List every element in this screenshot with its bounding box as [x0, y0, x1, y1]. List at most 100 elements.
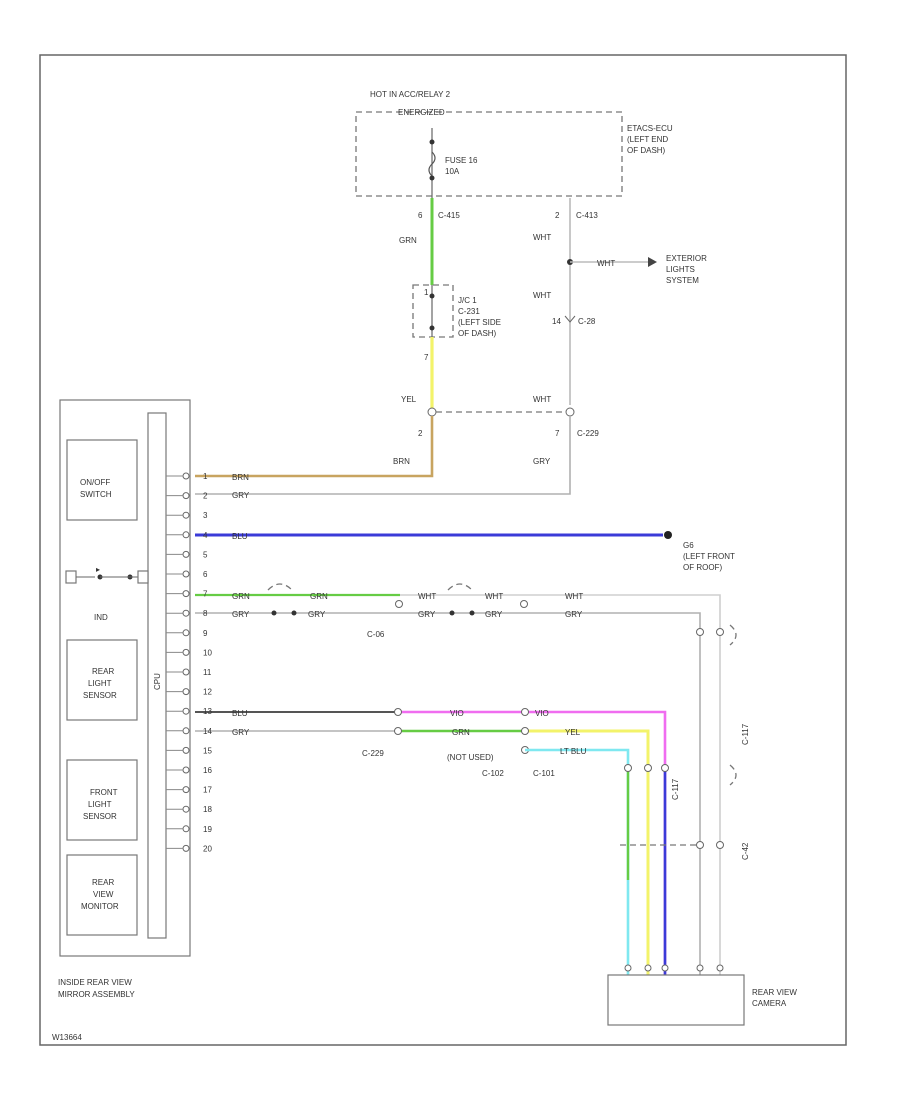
wire-label-gry-6e: GRY: [565, 610, 583, 619]
mirror-pin-8: [182, 609, 190, 617]
conn-c413: C-413: [576, 211, 598, 220]
wire-label-yel-12: YEL: [565, 728, 581, 737]
etacs-ecu-group: [355, 111, 623, 197]
mirror-pin-7: [182, 590, 190, 598]
cpu-label: CPU: [153, 673, 162, 690]
mirror-pin-label: 8: [203, 609, 208, 618]
wire-label-wht-5b: WHT: [485, 592, 503, 601]
arrow-icon: [648, 257, 657, 267]
splice-6d: [469, 610, 475, 616]
twisted-pair-icon-2: [447, 583, 473, 591]
ecu-name: ETACS-ECU: [627, 124, 673, 133]
mirror-label-1: INSIDE REAR VIEW: [58, 978, 132, 987]
conn-c229: C-229: [577, 429, 599, 438]
wire-label-yel: YEL: [401, 395, 417, 404]
pin-c415: 6: [418, 211, 423, 220]
monitor-label-3: MONITOR: [81, 902, 119, 911]
fuse-terminal-top: [429, 139, 435, 145]
rear-light-sensor-box: [66, 639, 138, 721]
conn-c28: C-28: [578, 317, 596, 326]
wire-label-vio-b: VIO: [535, 709, 549, 718]
wire-label-gry-12: GRY: [232, 728, 250, 737]
mirror-pin-12: [182, 688, 190, 696]
rear-sensor-label-2: LIGHT: [88, 679, 112, 688]
mirror-pin-label: 9: [203, 629, 208, 638]
fuse-label: FUSE 16: [445, 156, 478, 165]
camera-label-2: CAMERA: [752, 999, 787, 1008]
mirror-label-2: MIRROR ASSEMBLY: [58, 990, 135, 999]
connector-c101-top: [521, 708, 529, 716]
fuse-terminal-bottom: [429, 175, 435, 181]
mirror-pin-16: [182, 766, 190, 774]
camera-pin-3: [661, 964, 669, 972]
wire-label-grn-12: GRN: [452, 728, 470, 737]
mirror-pin-label: 16: [203, 766, 212, 775]
pin-c28: 14: [552, 317, 561, 326]
relay-title: HOT IN ACC/RELAY 2: [370, 90, 451, 99]
wire-label-wht-3: WHT: [533, 291, 551, 300]
wire-pin5: [195, 594, 721, 975]
connector-c06: [395, 600, 403, 608]
connector-c229-left: [427, 407, 437, 417]
wire-brn: [195, 416, 434, 478]
connector-c229-right: [565, 407, 575, 417]
ind-label: IND: [94, 613, 108, 622]
camera-pin-1: [624, 964, 632, 972]
jc-label-4: OF DASH): [458, 329, 497, 338]
front-sensor-label-3: SENSOR: [83, 812, 117, 821]
mirror-cpu-bar: [147, 412, 167, 939]
fuse-rating: 10A: [445, 167, 460, 176]
wire-label-grn: GRN: [399, 236, 417, 245]
mirror-pin-14: [182, 727, 190, 735]
jc-label-1: J/C 1: [458, 296, 477, 305]
mirror-pin-label: 17: [203, 786, 212, 795]
connector-c28-icon: [564, 315, 576, 323]
connector-c101-mid: [521, 727, 529, 735]
wire-label-gry-6b: GRY: [308, 610, 326, 619]
monitor-label-2: VIEW: [93, 890, 114, 899]
conn-c415: C-415: [438, 211, 460, 220]
ind-terminal-left: [65, 570, 77, 584]
mirror-pin-label: 6: [203, 570, 208, 579]
mirror-pin-label: 3: [203, 511, 208, 520]
ecu-location-2: OF DASH): [627, 146, 666, 155]
rear-view-monitor-box: [66, 854, 138, 936]
wire-label-ltblu: LT BLU: [560, 747, 587, 756]
wire-pin6-gry: [195, 612, 701, 975]
ground-icon: [664, 531, 672, 539]
mirror-pin-label: 19: [203, 825, 212, 834]
conn-c229b: C-229: [362, 749, 384, 758]
mirror-pin-label: 10: [203, 648, 212, 657]
exterior-label-1: EXTERIOR: [666, 254, 707, 263]
mirror-pin-1: [182, 472, 190, 480]
pin-c413: 2: [555, 211, 560, 220]
connector-c229b-bottom: [394, 727, 402, 735]
pin-c229-right: 7: [555, 429, 560, 438]
connector-cam-wht-2: [716, 841, 724, 849]
wire-label-blu: BLU: [232, 532, 248, 541]
wire-gry-2: [195, 416, 571, 495]
shield-icon-1: [729, 624, 737, 646]
mirror-pin-label: 4: [203, 531, 208, 540]
wire-label-vio-a: VIO: [450, 709, 464, 718]
shield-icon-2: [729, 764, 737, 786]
connector-c229b-top: [394, 708, 402, 716]
connector-cam-gry-2: [696, 841, 704, 849]
wire-label-gry-2: GRY: [232, 491, 250, 500]
connector-c03: [520, 600, 528, 608]
connector-c117-1: [624, 764, 632, 772]
mirror-pin-label: 7: [203, 590, 208, 599]
rear-sensor-label-1: REAR: [92, 667, 114, 676]
wire-label-grn-5b: GRN: [310, 592, 328, 601]
mirror-pin-label: 20: [203, 844, 212, 853]
exterior-label-2: LIGHTS: [666, 265, 695, 274]
ground-code: G6: [683, 541, 694, 550]
mirror-pin-label: 5: [203, 550, 208, 559]
camera-pin-4: [696, 964, 704, 972]
front-sensor-label-2: LIGHT: [88, 800, 112, 809]
mirror-pin-2: [182, 492, 190, 500]
mirror-pin-9: [182, 629, 190, 637]
wire-label-wht-4: WHT: [533, 395, 551, 404]
wire-label-gry-6c: GRY: [418, 610, 436, 619]
